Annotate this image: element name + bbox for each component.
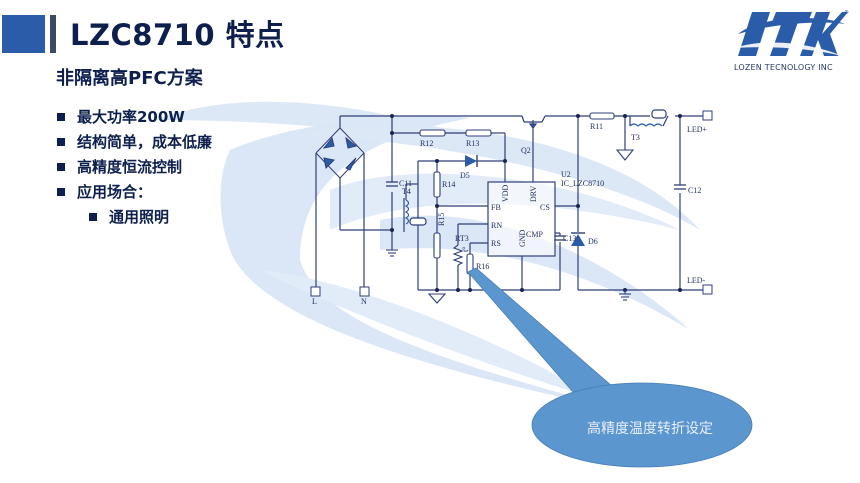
label-terminal-l: L (312, 297, 317, 306)
label-rt3-symbol: t° (461, 247, 470, 252)
mosfet-q2 (521, 115, 546, 129)
label-led-minus: LED- (687, 276, 706, 285)
transformer-t4 (403, 183, 427, 232)
ic-u2 (487, 181, 556, 257)
callout-bubble (467, 267, 753, 468)
bullet-square-icon (57, 162, 65, 171)
diode-d6 (571, 232, 585, 246)
thermistor-rt3 (452, 244, 464, 266)
page-subtitle: 非隔离高PFC方案 (56, 68, 203, 89)
bullet-square-icon (57, 187, 65, 196)
bullet-square-icon (57, 137, 65, 146)
resistor-r11 (589, 112, 615, 120)
feature-label: 最大功率200W (77, 108, 185, 126)
feature-label: 高精度恒流控制 (77, 158, 183, 176)
label-t4: T4 (402, 187, 411, 196)
resistors (419, 112, 615, 275)
label-d6: D6 (588, 237, 598, 246)
capacitors (386, 181, 686, 241)
registered-mark: ® (844, 9, 849, 16)
label-rt3: RT3 (455, 234, 469, 243)
label-c12: C12 (688, 186, 701, 195)
feature-list: 最大功率200W 结构简单，成本低廉 高精度恒流控制 应用场合： 通用照明 (57, 104, 212, 229)
resistor-r14 (433, 171, 441, 198)
terminal-n (359, 286, 370, 297)
title-accent-bar (50, 15, 56, 53)
pin-drv: DRV (529, 186, 538, 202)
label-led-plus: LED+ (687, 125, 708, 134)
bullet-square-icon (57, 112, 65, 121)
pin-cmp: CMP (526, 230, 543, 239)
feature-item: 最大功率200W (57, 104, 212, 129)
label-c11: C11 (399, 179, 412, 188)
transformer-t3 (629, 109, 669, 127)
page-title: LZC8710 特点 (70, 18, 285, 52)
bridge-rectifier (315, 127, 365, 179)
junction-dots (390, 114, 682, 292)
ground-t3 (615, 149, 635, 161)
label-r11: R11 (590, 122, 603, 131)
pin-vdd: VDD (501, 184, 510, 202)
feature-item: 应用场合： (57, 179, 212, 204)
label-c13: C13 (563, 234, 576, 243)
label-ic-part: IC_LZC8710 (561, 179, 604, 188)
terminals (310, 110, 713, 297)
label-r16: R16 (476, 262, 489, 271)
feature-subitem: 通用照明 (89, 204, 212, 229)
label-r12: R12 (420, 139, 433, 148)
ground-symbols (386, 149, 635, 304)
wires (315, 115, 703, 291)
diode-d5 (465, 155, 478, 167)
terminal-l (310, 286, 321, 297)
label-r15: R15 (437, 213, 446, 226)
feature-label: 通用照明 (109, 208, 170, 226)
label-t3: T3 (631, 133, 640, 142)
label-terminal-n: N (361, 297, 367, 306)
label-ic-name: U2 (561, 170, 571, 179)
feature-item: 结构简单，成本低廉 (57, 129, 212, 154)
resistor-r12 (419, 129, 446, 137)
pin-fb: FB (491, 203, 501, 212)
feature-label: 应用场合： (77, 183, 153, 201)
pin-rs: RS (491, 239, 501, 248)
ground-left (427, 293, 447, 304)
company-name: LOZEN TECNOLOGY INC (734, 63, 833, 72)
resistor-r13 (465, 129, 492, 137)
callout-text: 高精度温度转折设定 (587, 421, 713, 437)
label-r14: R14 (442, 180, 455, 189)
terminal-led-plus (702, 110, 713, 121)
label-q2: Q2 (521, 146, 531, 155)
pin-cs: CS (540, 203, 550, 212)
ltk-logo-icon: ® (735, 9, 849, 56)
resistor-r15 (433, 232, 441, 259)
label-r13: R13 (466, 139, 479, 148)
terminal-led-minus (702, 284, 713, 295)
feature-label: 结构简单，成本低廉 (77, 133, 213, 151)
feature-item: 高精度恒流控制 (57, 154, 212, 179)
bullet-square-icon (89, 212, 97, 221)
pin-rn: RN (491, 221, 502, 230)
pin-gnd: GND (518, 229, 527, 247)
label-d5: D5 (460, 171, 470, 180)
title-accent-block (2, 15, 45, 53)
